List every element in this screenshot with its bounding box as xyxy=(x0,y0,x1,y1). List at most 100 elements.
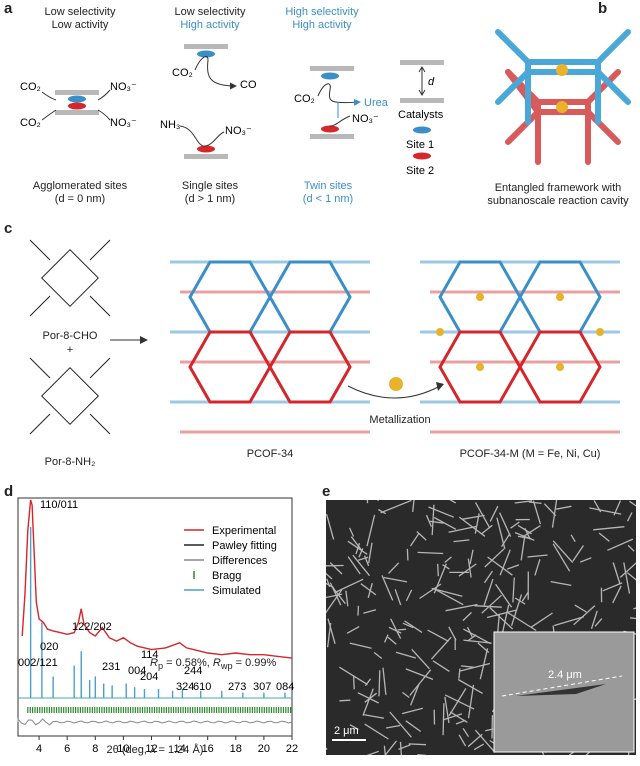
inset-dashed-line xyxy=(501,675,623,697)
crystal-needle xyxy=(380,500,412,514)
crystal-needle xyxy=(499,549,511,576)
crystal-needle xyxy=(357,692,379,704)
crystal-needle xyxy=(362,688,374,716)
crystal-needle xyxy=(388,562,400,574)
crystal-needle xyxy=(473,743,485,751)
crystal-needle xyxy=(442,564,450,570)
crystal-needle xyxy=(358,548,364,558)
crystal-needle xyxy=(360,583,377,596)
crystal-needle xyxy=(364,692,377,703)
peak-label: 324 xyxy=(176,681,194,693)
crystal-needle xyxy=(331,586,346,605)
crystal-needle xyxy=(408,743,427,746)
scale-label-main: 2 μm xyxy=(334,725,359,737)
peak-label: 004 xyxy=(128,665,146,677)
x-tick-label: 6 xyxy=(64,743,70,755)
crystal-needle xyxy=(405,668,434,681)
plate-bottom-1 xyxy=(55,110,99,115)
legend-entry: Bragg xyxy=(212,570,241,582)
scale-label-inset: 2.4 μm xyxy=(548,669,582,681)
crystal-needle xyxy=(347,556,361,575)
crystal-needle xyxy=(326,622,332,648)
crystal-needle xyxy=(501,604,510,633)
crystal-needle xyxy=(572,545,584,562)
col2-header: Low selectivity High activity xyxy=(150,6,270,32)
crystal-needle xyxy=(366,514,376,547)
x-axis-label: 2θ (deg, λ = 1.24 Å) xyxy=(106,744,204,756)
panel-a-schematic: CO₂ CO₂ NO₃⁻ NO₃⁻ CO₂ CO NH₃ NO₃⁻ CO₂ NO… xyxy=(20,44,444,177)
crystal-needle xyxy=(448,525,477,533)
crystal-needle xyxy=(431,587,463,597)
x-tick-label: 20 xyxy=(258,743,270,755)
crystal-needle xyxy=(364,678,372,687)
metal-site-top xyxy=(556,64,568,76)
crystal-needle xyxy=(368,542,373,564)
rwp-symbol: R xyxy=(212,657,221,669)
co2-label-4: CO₂ xyxy=(294,93,315,105)
crystal-needle xyxy=(574,604,587,613)
peak-label: 610 xyxy=(193,681,211,693)
crystal-needle xyxy=(326,593,343,599)
panel-label-b: b xyxy=(598,0,608,17)
differences-curve xyxy=(17,717,293,726)
crystal-needle xyxy=(377,508,387,515)
crystal-needle xyxy=(474,729,496,753)
crystal-needle xyxy=(409,669,432,696)
crystal-needle xyxy=(402,622,414,629)
crystal-needle xyxy=(385,724,401,729)
no3-label-2: NO₃⁻ xyxy=(110,117,137,129)
crystal-needle xyxy=(416,531,427,541)
crystal-needle xyxy=(506,564,520,570)
col3-caption-line2: (d < 1 nm) xyxy=(302,193,354,205)
col1-header-line1: Low selectivity xyxy=(44,6,116,18)
no3-label-4: NO₃⁻ xyxy=(352,113,379,125)
crystal-needle xyxy=(442,703,445,736)
peak-label: 020 xyxy=(40,641,58,653)
crystal-needle xyxy=(429,520,444,524)
crystal-needle xyxy=(552,540,574,564)
metal-site-bottom xyxy=(556,101,568,113)
crystal-needle xyxy=(579,557,592,563)
porphyrin-core-2 xyxy=(41,367,99,425)
crystal-needle xyxy=(362,713,384,719)
pcof-34-framework xyxy=(170,260,370,434)
plate-top-3 xyxy=(310,66,354,71)
crystal-needle xyxy=(458,668,461,679)
metallization-arrow xyxy=(347,377,444,399)
peak-label: 110/011 xyxy=(40,499,78,511)
site2-ellipse-1 xyxy=(68,102,86,110)
co2-label-3: CO₂ xyxy=(172,67,193,79)
crystal-needle xyxy=(402,691,410,699)
crystal-needle xyxy=(339,699,351,702)
crystal-needle xyxy=(349,527,355,537)
crystal-needle xyxy=(326,582,335,589)
crystal-needle xyxy=(433,563,447,594)
x-tick-label: 8 xyxy=(92,743,98,755)
col3-caption-line1: Twin sites xyxy=(303,180,353,192)
crystal-needle xyxy=(384,740,398,755)
crystal-needle xyxy=(481,594,502,614)
plate-bottom-2 xyxy=(184,154,228,159)
legend-plate-bottom xyxy=(400,98,444,103)
crystal-needle xyxy=(626,512,633,522)
crystal-needle xyxy=(388,626,402,634)
peak-label: 204 xyxy=(140,671,158,683)
crystal-needle xyxy=(444,694,475,710)
col2-caption-line2: (d > 1 nm) xyxy=(184,193,236,205)
peak-label: 002/121 xyxy=(18,657,58,669)
crystal-needle xyxy=(326,514,335,540)
crystal-needle xyxy=(397,628,407,631)
site1-ellipse-1 xyxy=(68,95,86,103)
crystal-needle xyxy=(514,597,526,605)
crystal-needle xyxy=(329,562,343,575)
x-tick-label: 12 xyxy=(145,743,157,755)
legend-entry: Pawley fitting xyxy=(212,540,277,552)
crystal-needle xyxy=(496,517,506,549)
crystal-needle xyxy=(489,607,514,630)
peak-label: 114 xyxy=(141,649,159,661)
legend-d-label: d xyxy=(428,76,435,88)
crystal-needle xyxy=(460,665,474,668)
crystal-needle xyxy=(458,734,467,747)
legend-site2-ellipse xyxy=(413,152,431,160)
crystal-needle xyxy=(346,626,360,634)
